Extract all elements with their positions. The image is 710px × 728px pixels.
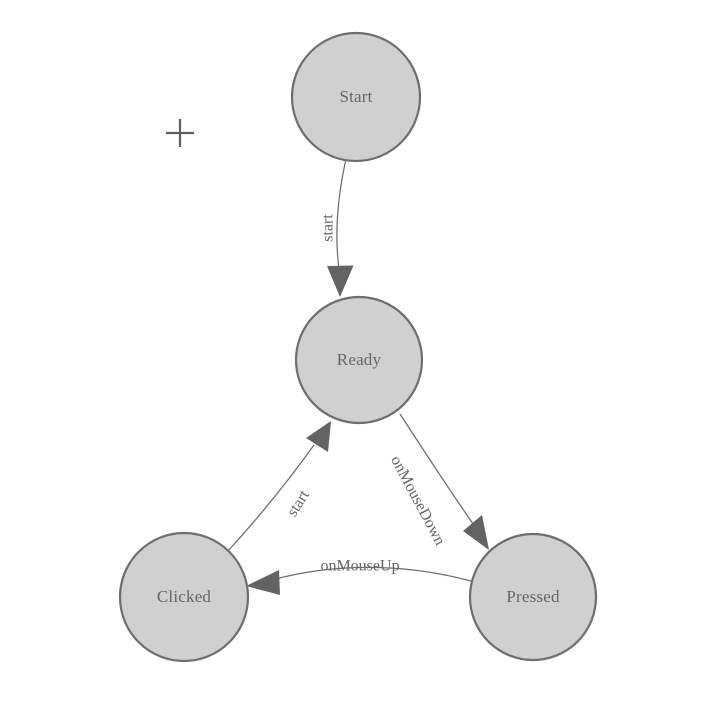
node-start-circle [290, 31, 422, 163]
plus-marker-icon [166, 119, 194, 147]
node-ready-circle [294, 295, 424, 425]
arrowhead-into-pressed [463, 515, 489, 550]
edge-path-ready-to-pressed [399, 413, 477, 529]
edge-label-start-to-ready: start [320, 214, 337, 242]
edge-label-clicked-to-ready: start [284, 487, 313, 520]
node-start[interactable]: Start [290, 31, 422, 163]
node-start-label: Start [339, 87, 372, 106]
arrowhead-into-clicked [246, 570, 280, 595]
node-ready[interactable]: Ready [294, 295, 424, 425]
edge-path-pressed-to-clicked [271, 566, 472, 582]
node-clicked-circle [118, 531, 250, 663]
node-ready-label: Ready [337, 350, 382, 369]
node-pressed-label: Pressed [506, 587, 560, 606]
edge-start-to-ready[interactable]: start [320, 160, 354, 297]
edge-ready-to-pressed[interactable]: onMouseDown [387, 413, 489, 550]
edge-label-ready-to-pressed: onMouseDown [387, 453, 448, 548]
node-pressed-circle [468, 532, 598, 662]
node-clicked-label: Clicked [157, 587, 212, 606]
edge-clicked-to-ready[interactable]: start [227, 421, 331, 552]
node-clicked[interactable]: Clicked [118, 531, 250, 663]
edge-label-pressed-to-clicked: onMouseUp [320, 558, 399, 575]
edge-pressed-to-clicked[interactable]: onMouseUp [246, 558, 472, 595]
node-pressed[interactable]: Pressed [468, 532, 598, 662]
arrowhead-into-ready-from-clicked [306, 421, 331, 452]
arrowhead-into-ready-from-start [327, 265, 354, 297]
edge-path-clicked-to-ready [227, 444, 315, 552]
edge-path-start-to-ready [336, 160, 347, 273]
